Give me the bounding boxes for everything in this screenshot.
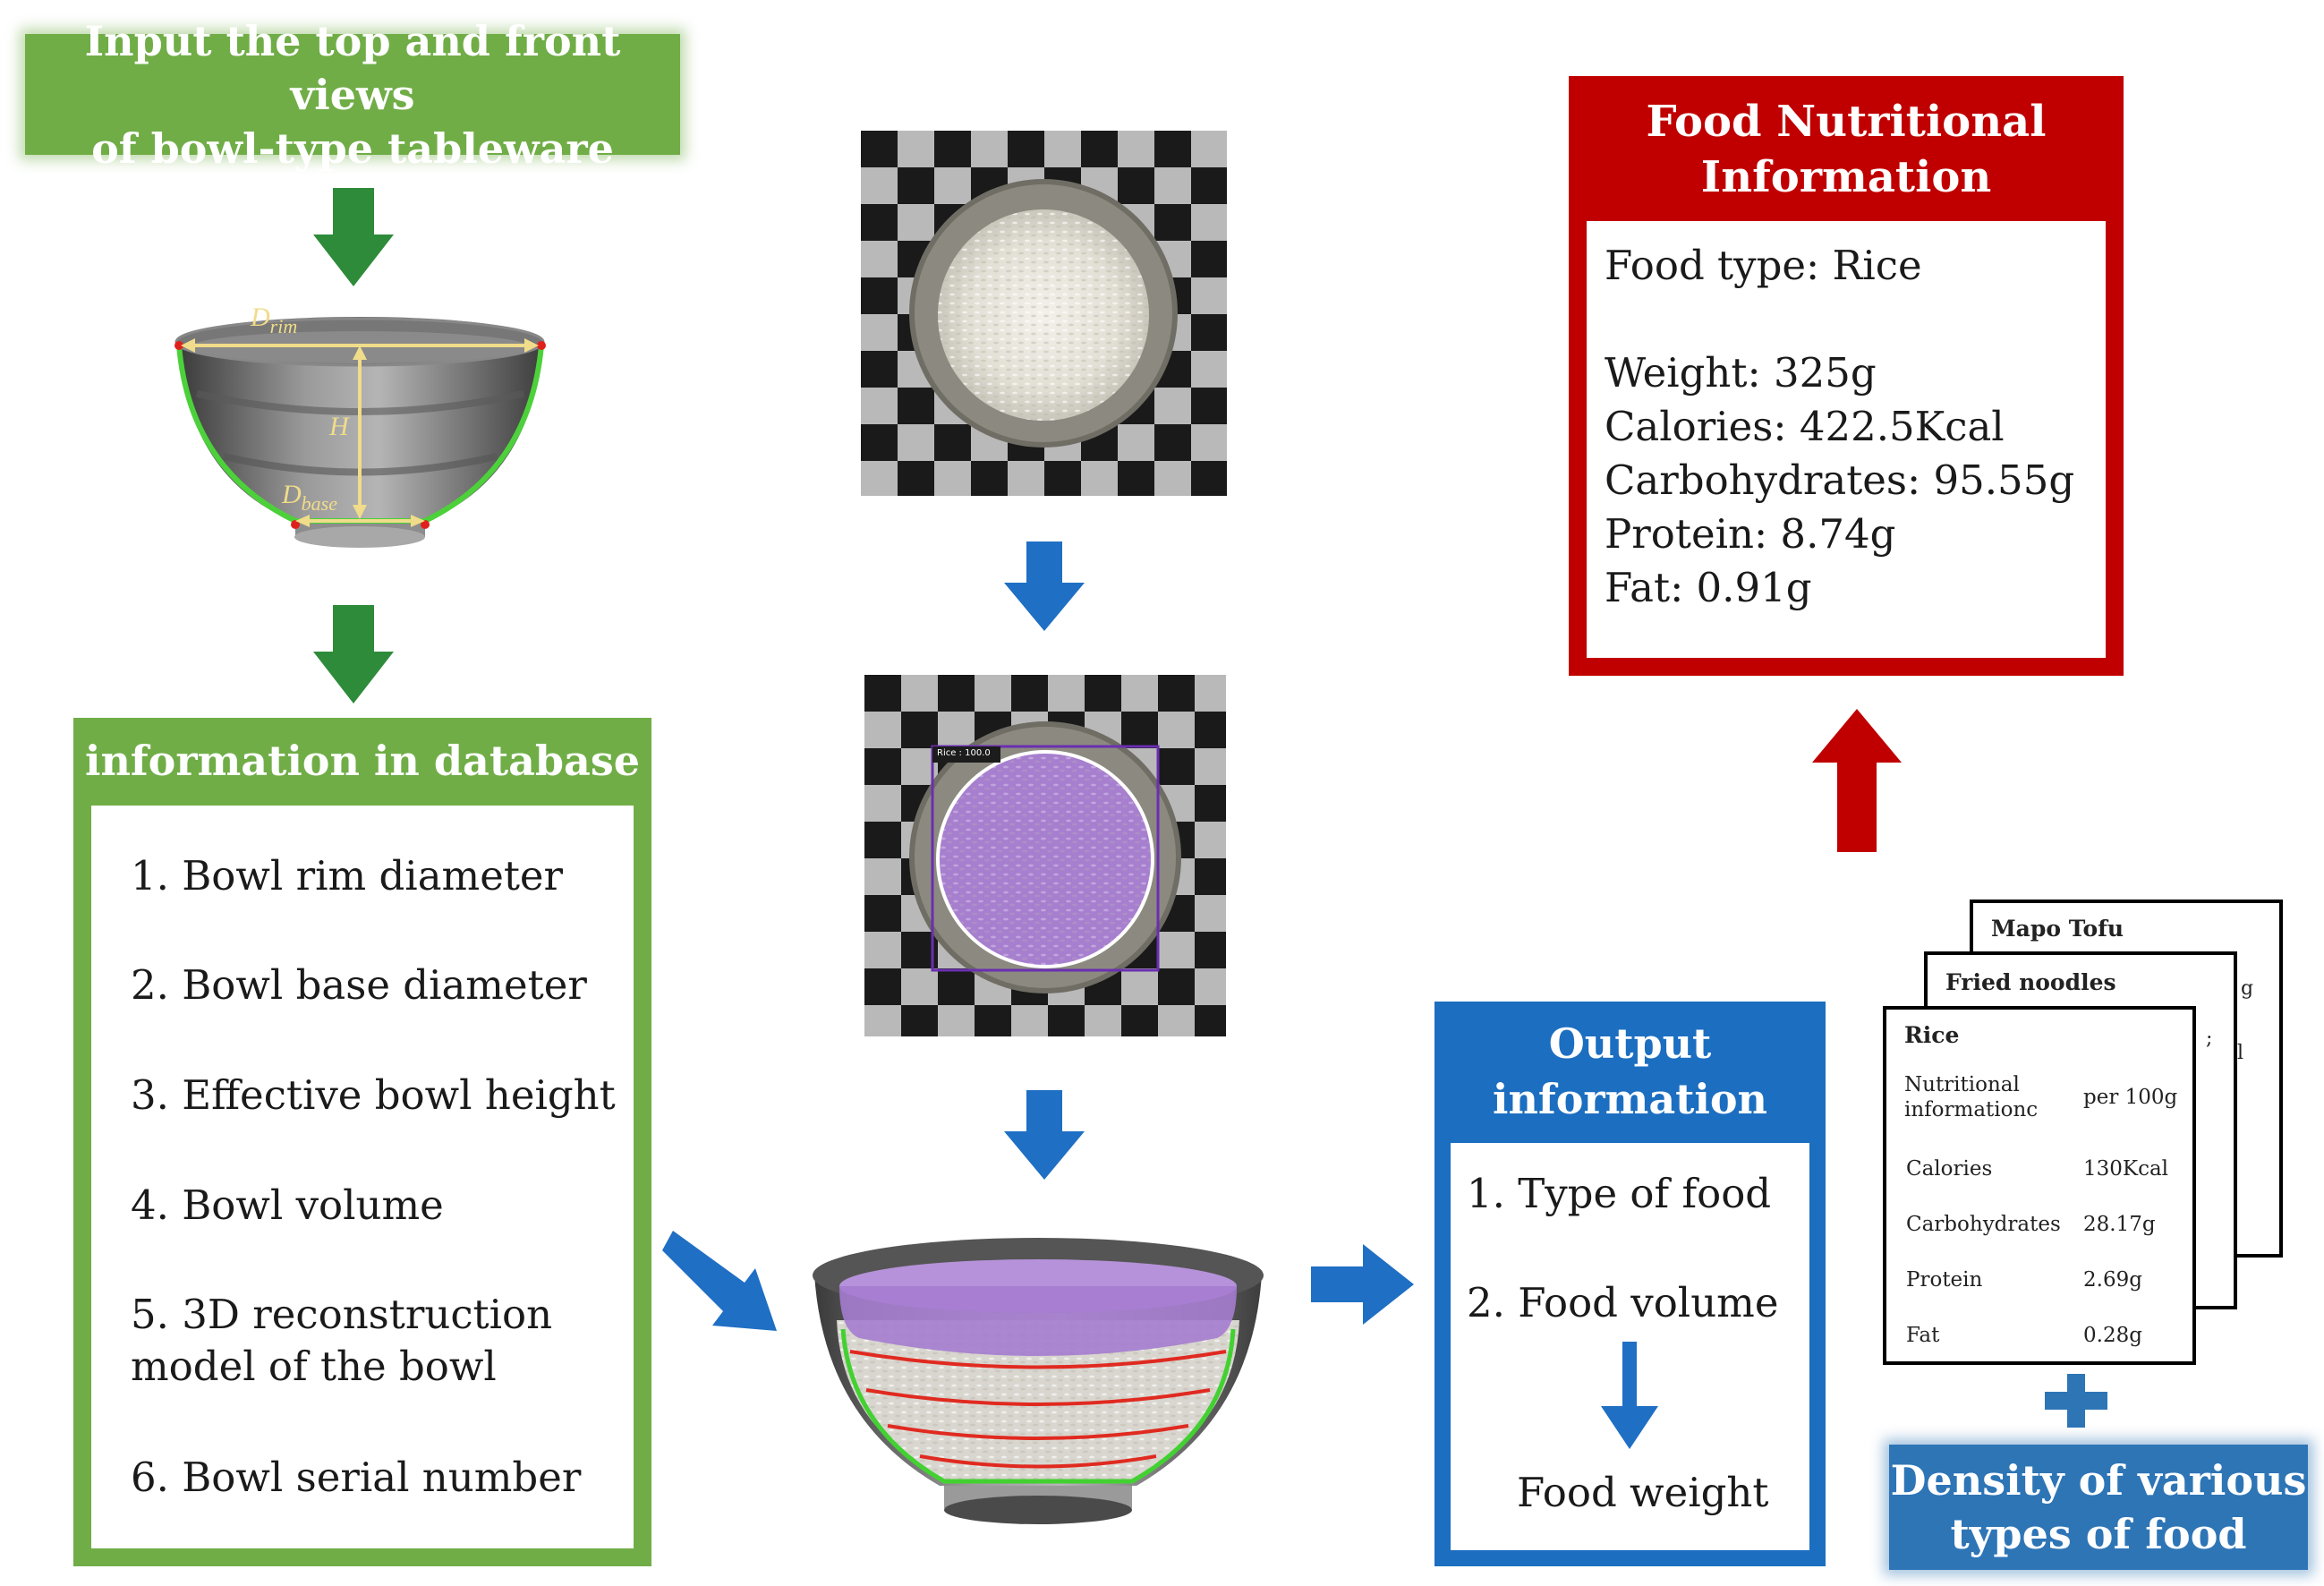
- card-rice-row-label: Fat: [1906, 1324, 1940, 1347]
- weight: Weight: 325g: [1605, 349, 1877, 396]
- arrow-up-red: [1812, 709, 1902, 852]
- card-rice: Rice Nutritional informationc per 100g C…: [1883, 1006, 2196, 1365]
- database-panel: information in database 1. Bowl rim diam…: [73, 718, 651, 1566]
- arrow-down-blue-2: [1004, 1090, 1085, 1180]
- card-peek-1: g: [2241, 977, 2254, 1000]
- arrow-down-green-2: [313, 605, 394, 703]
- card-peek-3: l: [2237, 1042, 2244, 1064]
- arrow-diagonal-blue: [662, 1231, 777, 1331]
- detection-label: Rice : 100.0: [937, 748, 991, 758]
- card-rice-row-label: Carbohydrates: [1906, 1213, 2061, 1236]
- output-list: 1. Type of food 2. Food volume Food weig…: [1451, 1143, 1809, 1550]
- input-line-1: Input the top and front views: [84, 16, 621, 119]
- card-rice-row-label: Calories: [1906, 1157, 1993, 1181]
- card-rice-row-label: Protein: [1906, 1268, 1983, 1292]
- db-item-5b: model of the bowl: [131, 1343, 497, 1390]
- arrow-down-blue-1: [1004, 541, 1085, 631]
- card-fried-noodles-title: Fried noodles: [1945, 969, 2116, 995]
- card-peek-2: ;: [2206, 1027, 2213, 1050]
- card-rice-header-1: Nutritional: [1904, 1073, 2020, 1096]
- output-title: Output information: [1493, 1019, 1767, 1123]
- calories: Calories: 422.5Kcal: [1605, 403, 2005, 450]
- density-box: Density of various types of food: [1889, 1445, 2308, 1570]
- output-item-2: 2. Food volume: [1467, 1279, 1779, 1326]
- top-view-image: [861, 131, 1227, 496]
- database-title: information in database: [84, 737, 641, 785]
- db-item-2: 2. Bowl base diameter: [131, 961, 587, 1009]
- d-rim-label: Drim: [250, 303, 297, 337]
- output-item-1: 1. Type of food: [1467, 1170, 1772, 1217]
- input-line-2: of bowl-type tableware: [91, 124, 614, 173]
- h-label: H: [328, 412, 351, 441]
- arrow-right-blue: [1311, 1244, 1414, 1325]
- bowl-dimension-diagram: Drim H Dbase: [175, 303, 546, 548]
- db-item-3: 3. Effective bowl height: [131, 1071, 616, 1119]
- card-rice-row-value: 130Kcal: [2083, 1157, 2169, 1181]
- reconstructed-bowl-image: [813, 1238, 1264, 1524]
- db-item-5: 5. 3D reconstruction: [131, 1291, 553, 1338]
- input-box: Input the top and front views of bowl-ty…: [25, 17, 680, 173]
- arrow-down-green-1: [313, 188, 394, 286]
- segmentation-image: Rice : 100.0: [864, 675, 1226, 1036]
- nutrition-panel: Food Nutritional Information Food type: …: [1569, 76, 2124, 676]
- database-list: 1. Bowl rim diameter 2. Bowl base diamet…: [91, 806, 634, 1548]
- card-rice-row-value: 2.69g: [2083, 1268, 2142, 1292]
- carbohydrates: Carbohydrates: 95.55g: [1605, 456, 2075, 504]
- card-rice-row-value: 28.17g: [2083, 1213, 2156, 1236]
- nutrition-content: Food type: Rice Weight: 325g Calories: 4…: [1587, 221, 2106, 658]
- protein: Protein: 8.74g: [1605, 510, 1896, 558]
- nutrition-title: Food Nutritional Information: [1646, 97, 2047, 202]
- card-rice-title: Rice: [1904, 1022, 1960, 1048]
- card-rice-row-value: 0.28g: [2083, 1324, 2142, 1347]
- plus-icon: [2045, 1374, 2107, 1428]
- d-base-label: Dbase: [281, 480, 337, 515]
- db-item-6: 6. Bowl serial number: [131, 1454, 582, 1501]
- card-mapo-tofu-title: Mapo Tofu: [1991, 916, 2124, 942]
- card-rice-header-2: informationc: [1904, 1098, 2039, 1121]
- output-panel: Output information 1. Type of food 2. Fo…: [1434, 1002, 1826, 1566]
- db-item-1: 1. Bowl rim diameter: [131, 852, 564, 900]
- fat: Fat: 0.91g: [1605, 564, 1812, 611]
- db-item-4: 4. Bowl volume: [131, 1181, 444, 1229]
- food-type: Food type: Rice: [1605, 242, 1922, 289]
- card-rice-header-right: per 100g: [2083, 1086, 2178, 1109]
- output-item-3: Food weight: [1517, 1469, 1769, 1516]
- arrow-down-small: [1601, 1342, 1658, 1449]
